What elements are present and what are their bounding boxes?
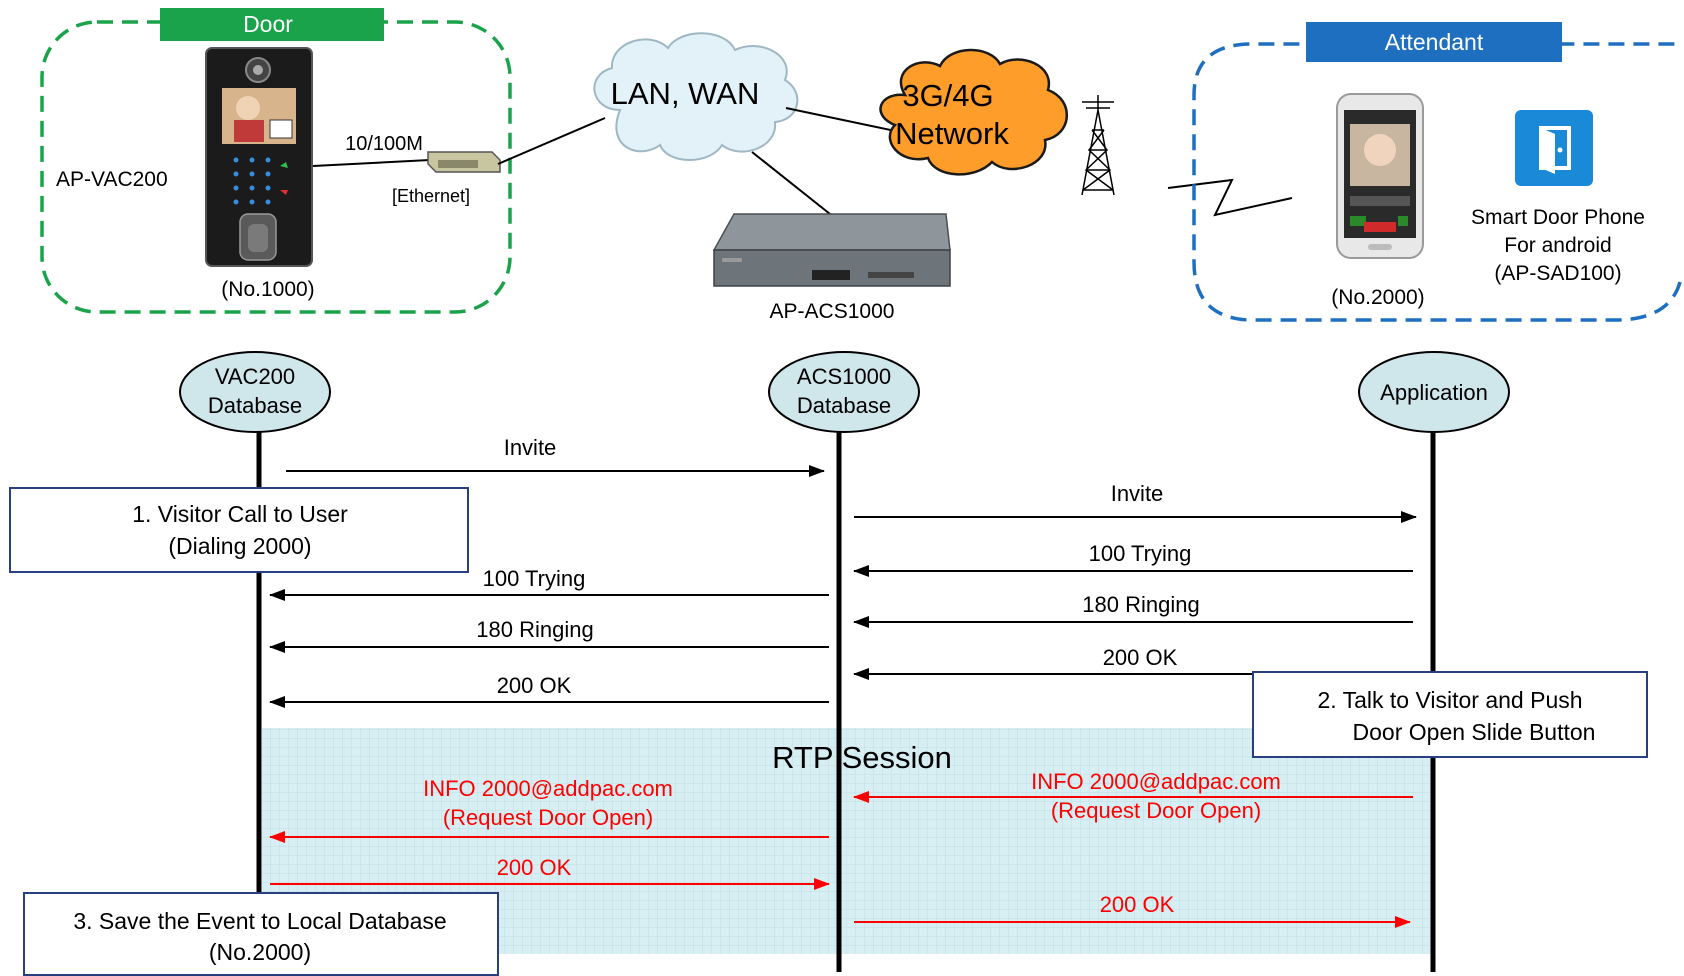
lan-cloud-label: LAN, WAN xyxy=(611,76,760,111)
door-group: Door AP-VAC200 (No.1000) 10/100M xyxy=(40,8,512,314)
participant-acs: ACS1000 Database xyxy=(768,351,920,433)
lan-to-mobile-line xyxy=(785,107,901,133)
label-invite-left: Invite xyxy=(504,435,557,460)
mobile-network-cloud: 3G/4G Network xyxy=(879,48,1068,176)
app-name-line1: Smart Door Phone xyxy=(1471,206,1645,229)
note-step2-line2: Door Open Slide Button xyxy=(1353,719,1596,745)
link-speed-label: 10/100M xyxy=(345,133,423,155)
phone-number-label: (No.2000) xyxy=(1331,286,1424,309)
switch-to-lan-line xyxy=(497,117,606,165)
door-app-icon xyxy=(1515,110,1593,186)
attendant-group: Attendant (No.2000) Smart Door Phone For… xyxy=(1192,22,1682,322)
participant-acs-line2: Database xyxy=(797,393,891,418)
label-info-right-line2: (Request Door Open) xyxy=(1051,798,1261,823)
door-device-number: (No.1000) xyxy=(221,278,314,301)
door-group-title-bar xyxy=(160,8,384,41)
label-trying-left: 100 Trying xyxy=(483,566,586,591)
door-device-icon xyxy=(205,47,313,267)
ethernet-link-line xyxy=(312,159,431,167)
note-step1-line1: 1. Visitor Call to User xyxy=(132,501,348,527)
ethernet-switch-icon xyxy=(427,151,501,173)
label-ringing-left: 180 Ringing xyxy=(476,617,593,642)
note-step3-line1: 3. Save the Event to Local Database xyxy=(73,908,446,934)
attendant-group-title: Attendant xyxy=(1385,29,1484,55)
label-invite-right: Invite xyxy=(1111,481,1164,506)
attendant-group-border xyxy=(1192,42,1682,322)
link-type-label: [Ethernet] xyxy=(392,186,470,206)
door-group-title: Door xyxy=(243,11,293,37)
note-step1-line2: (Dialing 2000) xyxy=(168,533,311,559)
label-info-left-line2: (Request Door Open) xyxy=(443,805,653,830)
note-step2-line1: 2. Talk to Visitor and Push xyxy=(1317,687,1582,713)
label-ok-red-left: 200 OK xyxy=(497,855,572,880)
label-ok-red-right: 200 OK xyxy=(1100,892,1175,917)
lan-to-server-line xyxy=(751,151,836,219)
cell-tower-icon xyxy=(1081,95,1115,196)
note-step3: 3. Save the Event to Local Database (No.… xyxy=(23,892,499,976)
label-ringing-right: 180 Ringing xyxy=(1082,592,1199,617)
participant-app-label: Application xyxy=(1380,380,1488,405)
participant-app: Application xyxy=(1358,351,1510,433)
door-device-name: AP-VAC200 xyxy=(56,168,168,191)
attendant-title-bar xyxy=(1306,22,1562,62)
label-info-left-line1: INFO 2000@addpac.com xyxy=(423,776,673,801)
note-step1: 1. Visitor Call to User (Dialing 2000) xyxy=(9,487,469,573)
note-step2: 2. Talk to Visitor and Push Door Open Sl… xyxy=(1252,671,1648,758)
app-name-line3: (AP-SAD100) xyxy=(1494,262,1621,285)
acs-server-icon xyxy=(712,213,951,287)
rtp-session-label: RTP Session xyxy=(772,740,952,775)
lan-wan-cloud: LAN, WAN xyxy=(593,32,799,161)
label-ok-left: 200 OK xyxy=(497,673,572,698)
app-name-line2: For android xyxy=(1504,234,1611,257)
participant-acs-line1: ACS1000 xyxy=(797,364,891,389)
mobile-cloud-line1: 3G/4G xyxy=(902,78,993,113)
label-trying-right: 100 Trying xyxy=(1089,541,1192,566)
mobile-cloud-line2: Network xyxy=(895,116,1009,151)
wireless-link-icon xyxy=(1167,178,1293,217)
note-step3-line2: (No.2000) xyxy=(209,939,311,965)
participant-vac-line1: VAC200 xyxy=(215,364,295,389)
label-info-right-line1: INFO 2000@addpac.com xyxy=(1031,769,1281,794)
server-name-label: AP-ACS1000 xyxy=(770,300,895,323)
participant-vac-line2: Database xyxy=(208,393,302,418)
participant-vac: VAC200 Database xyxy=(179,351,331,433)
label-ok-right: 200 OK xyxy=(1103,645,1178,670)
smartphone-icon xyxy=(1336,93,1424,259)
